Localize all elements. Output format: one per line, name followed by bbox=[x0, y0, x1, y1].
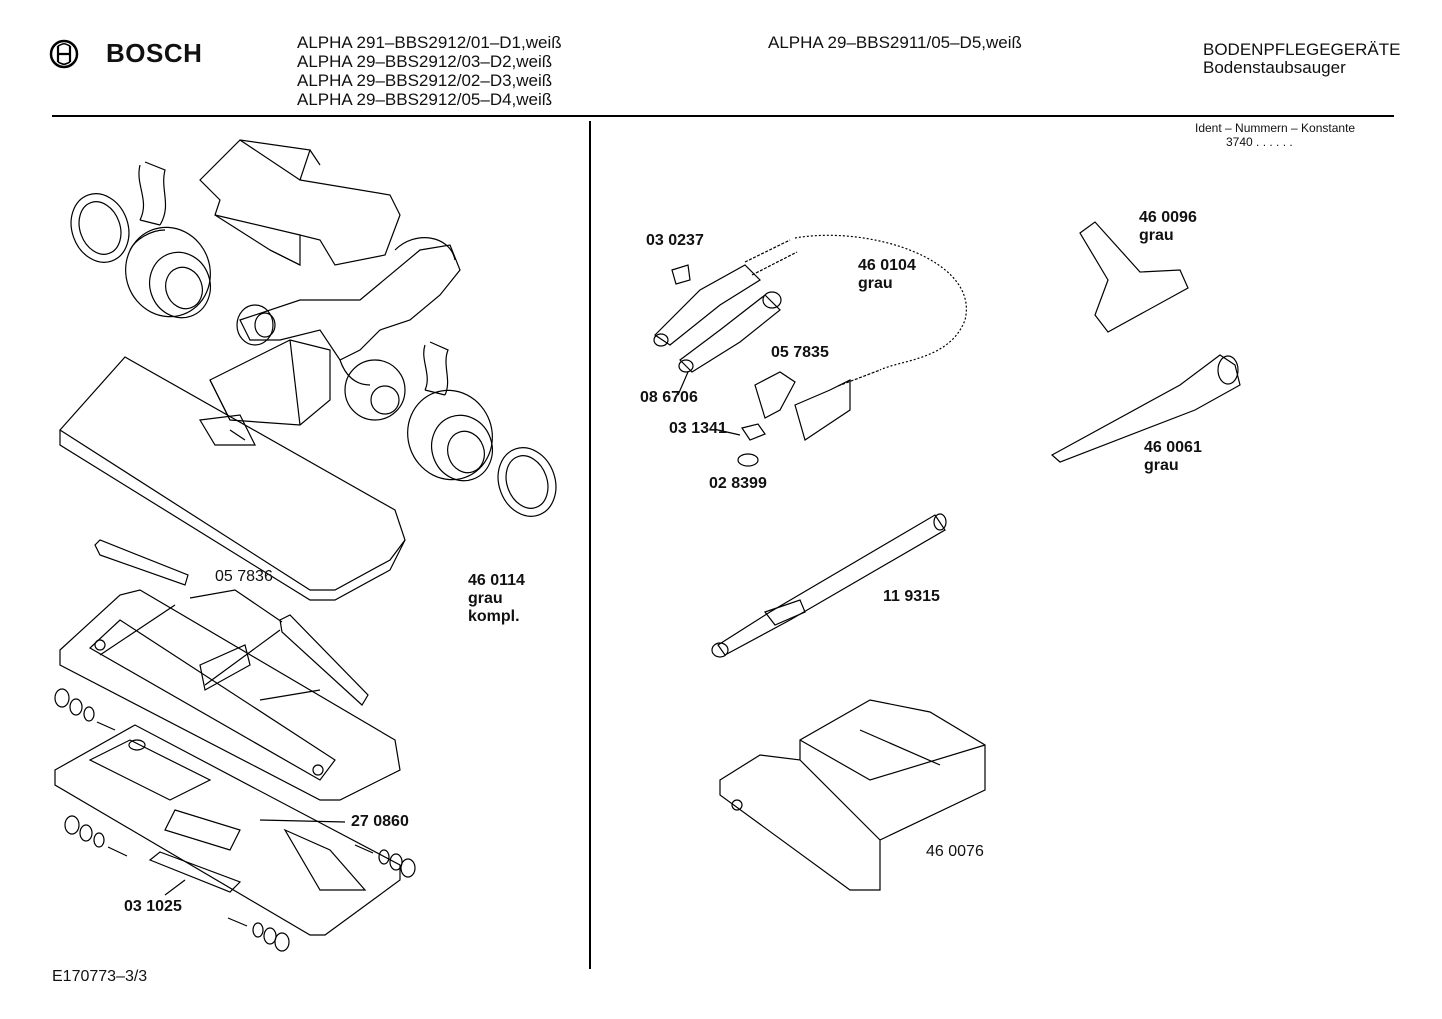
part-label-460114: 46 0114 grau kompl. bbox=[468, 572, 525, 626]
brand-name: BOSCH bbox=[106, 38, 203, 68]
part-label-031341: 03 1341 bbox=[669, 420, 727, 437]
ring-right bbox=[497, 447, 557, 517]
model-line-1: ALPHA 291–BBS2912/01–D1,weiß bbox=[297, 33, 562, 52]
part-label-028399: 02 8399 bbox=[709, 475, 767, 492]
part-color: grau bbox=[468, 590, 503, 607]
bumper-strips bbox=[94, 539, 369, 706]
part-label-057836: 05 7836 bbox=[215, 568, 273, 585]
part-color: grau bbox=[858, 275, 893, 292]
wheel-left bbox=[125, 226, 211, 319]
hose-assembly bbox=[653, 221, 1241, 891]
part-label-031025: 03 1025 bbox=[124, 898, 182, 915]
part-label-460096: 46 0096 grau bbox=[1139, 209, 1197, 245]
category-subtitle: Bodenstaubsauger bbox=[1203, 58, 1346, 77]
part-note: kompl. bbox=[468, 608, 520, 625]
nozzle-chassis bbox=[59, 589, 401, 801]
turbo-nozzle-housing bbox=[719, 699, 986, 891]
part-number: 46 0061 bbox=[1144, 439, 1202, 456]
ident-value: 3740 . . . . . . bbox=[1226, 135, 1293, 149]
nozzle-top-shell bbox=[59, 356, 406, 601]
header-rule bbox=[52, 115, 1394, 117]
clip-left bbox=[138, 161, 167, 226]
part-label-460061: 46 0061 grau bbox=[1144, 439, 1202, 475]
part-label-057835: 05 7835 bbox=[771, 344, 829, 361]
model-list: ALPHA 291–BBS2912/01–D1,weiß ALPHA 29–BB… bbox=[297, 33, 562, 109]
part-label-119315: 11 9315 bbox=[883, 588, 940, 605]
extension-tube bbox=[717, 514, 946, 656]
part-label-270860: 27 0860 bbox=[351, 813, 409, 830]
part-color: grau bbox=[1144, 457, 1179, 474]
drawing-id: E170773–3/3 bbox=[52, 968, 148, 985]
bosch-armature-icon bbox=[49, 39, 79, 69]
category-title: BODENPFLEGEGERÄTE bbox=[1203, 40, 1401, 59]
ring-left bbox=[70, 193, 130, 263]
nozzle-cover-plate bbox=[199, 139, 401, 266]
part-color: grau bbox=[1139, 227, 1174, 244]
wheel-right bbox=[407, 389, 493, 482]
filter-strip bbox=[148, 851, 242, 893]
swivel-body bbox=[209, 237, 461, 426]
upholstery-nozzle bbox=[1079, 221, 1189, 333]
nozzle-bottom-plate bbox=[54, 724, 401, 936]
part-label-030237: 03 0237 bbox=[646, 232, 704, 249]
bosch-logo: BOSCH bbox=[48, 36, 208, 72]
part-label-460104: 46 0104 grau bbox=[858, 257, 916, 293]
model-line-3: ALPHA 29–BBS2912/02–D3,weiß bbox=[297, 71, 553, 90]
ident-label: Ident – Nummern – Konstante bbox=[1195, 121, 1356, 135]
part-label-086706: 08 6706 bbox=[640, 389, 698, 406]
leader-270860 bbox=[259, 819, 346, 823]
model-line-2: ALPHA 29–BBS2912/03–D2,weiß bbox=[297, 52, 553, 71]
model-line-4: ALPHA 29–BBS2912/05–D4,weiß bbox=[297, 90, 553, 109]
center-divider bbox=[589, 121, 591, 969]
leader-031025 bbox=[164, 879, 186, 896]
part-label-460076: 46 0076 bbox=[926, 843, 984, 860]
clip-right bbox=[423, 341, 449, 396]
part-number: 46 0114 bbox=[468, 572, 525, 589]
part-number: 46 0096 bbox=[1139, 209, 1197, 226]
floor-nozzle-assembly bbox=[54, 139, 557, 952]
rollers bbox=[54, 688, 416, 952]
part-number: 46 0104 bbox=[858, 257, 916, 274]
model-right: ALPHA 29–BBS2911/05–D5,weiß bbox=[768, 33, 1022, 52]
